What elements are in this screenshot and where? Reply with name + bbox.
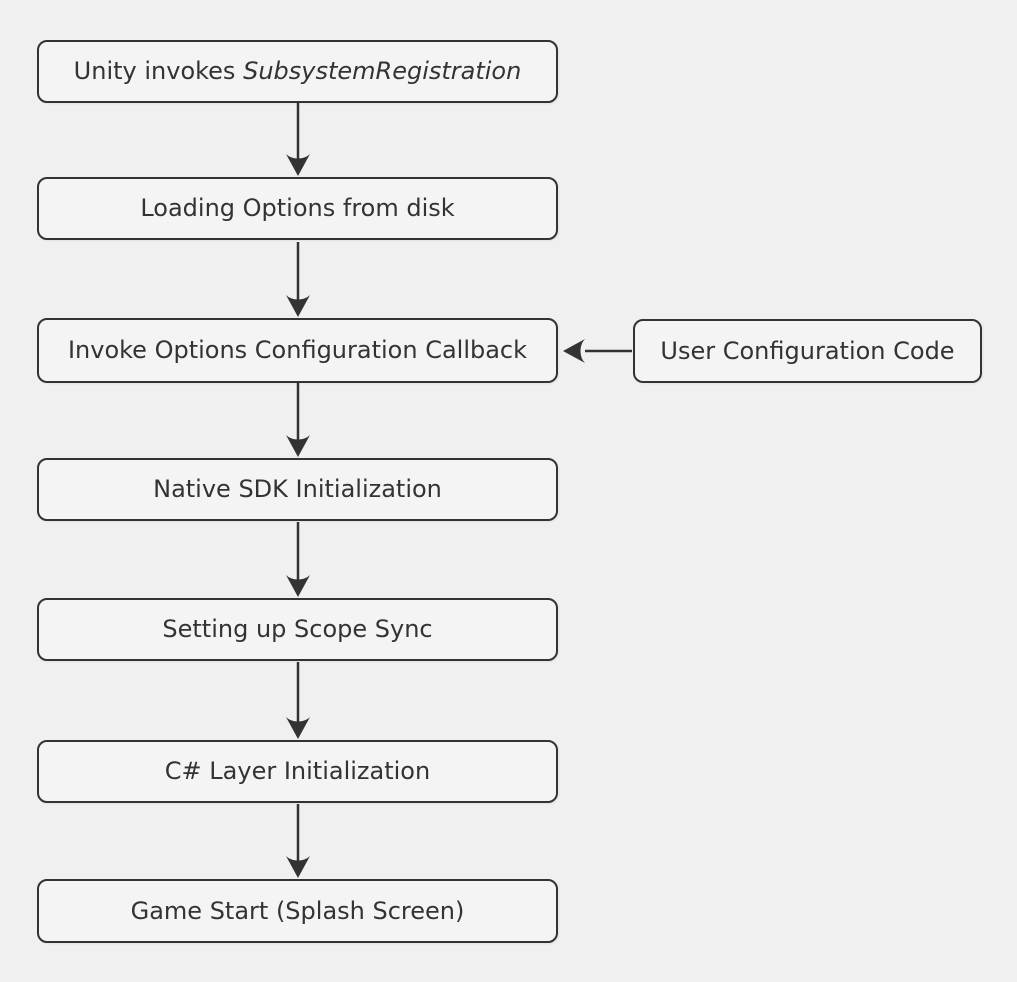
arrowhead-down-icon	[286, 856, 310, 878]
node-user-configuration-code: User Configuration Code	[633, 319, 982, 383]
node-setting-up-scope-sync: Setting up Scope Sync	[37, 598, 558, 661]
arrowhead-left-icon	[563, 339, 585, 363]
node-label: Invoke Options Configuration Callback	[67, 336, 528, 365]
arrowhead-down-icon	[286, 154, 310, 176]
edge-callback-to-native	[286, 383, 310, 457]
arrowhead-down-icon	[286, 717, 310, 739]
node-loading-options-from-disk: Loading Options from disk	[37, 177, 558, 240]
node-label: Unity invokes SubsystemRegistration	[74, 57, 522, 86]
edge-csharp-to-game	[286, 804, 310, 878]
node-game-start-splash-screen: Game Start (Splash Screen)	[37, 879, 558, 943]
arrowhead-down-icon	[286, 295, 310, 317]
node-unity-invokes-subsystem-registration: Unity invokes SubsystemRegistration	[37, 40, 558, 103]
arrowhead-down-icon	[286, 575, 310, 597]
node-label: Native SDK Initialization	[153, 475, 442, 504]
node-native-sdk-initialization: Native SDK Initialization	[37, 458, 558, 521]
node-label: Setting up Scope Sync	[162, 615, 433, 644]
edge-user-to-callback	[563, 339, 632, 363]
edge-load-to-callback	[286, 242, 310, 317]
edge-native-to-scope	[286, 522, 310, 597]
edge-subsys-to-load	[286, 103, 310, 176]
node-label-regular: Unity invokes	[73, 57, 244, 86]
node-csharp-layer-initialization: C# Layer Initialization	[37, 740, 558, 803]
node-label-italic: SubsystemRegistration	[243, 57, 522, 86]
node-label: Loading Options from disk	[140, 194, 455, 223]
arrowhead-down-icon	[286, 435, 310, 457]
node-label: Game Start (Splash Screen)	[130, 896, 465, 925]
node-label: C# Layer Initialization	[164, 757, 431, 786]
node-invoke-options-configuration-callback: Invoke Options Configuration Callback	[37, 318, 558, 383]
edge-scope-to-csharp	[286, 662, 310, 739]
node-label: User Configuration Code	[660, 336, 955, 365]
